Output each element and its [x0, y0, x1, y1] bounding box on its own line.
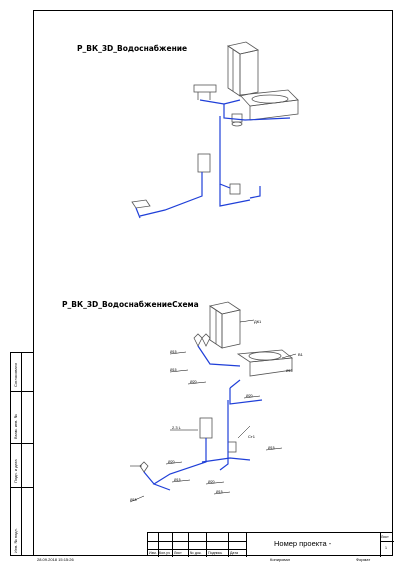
pipe-tag: Ø15 — [174, 478, 181, 482]
top-3d-view — [131, 41, 299, 219]
pipe-tag: Ø20 — [190, 380, 197, 384]
top-view-title: Р_ВК_3D_Водоснабжение — [77, 44, 188, 53]
col-date: Дата — [230, 551, 238, 555]
sink — [193, 84, 217, 100]
pipe-tag: Ø15 — [130, 498, 137, 502]
pipe-tag: Ø20 — [208, 480, 215, 484]
copied-label: Копировал — [270, 557, 291, 562]
col-doc-number: № док. — [190, 551, 202, 555]
schematic-bath — [236, 349, 294, 377]
shower-tag: ДК1 — [254, 319, 262, 324]
schematic-leaders — [129, 319, 297, 503]
inventory-number-label: Инв. № подл. — [13, 528, 18, 553]
drawing-frame — [33, 10, 393, 556]
lower-sink — [131, 199, 151, 209]
bath-tag: В1 — [298, 352, 304, 357]
schematic-pipes — [143, 345, 263, 491]
side-approval-strip: Инв. № подл. Подп. и дата Взам. инв. № С… — [10, 352, 34, 556]
bath — [239, 89, 299, 121]
riser-tag: Ст1 — [248, 434, 256, 439]
project-number: Номер проекта - — [274, 539, 332, 548]
pipe-tag: Ø15 — [170, 350, 177, 354]
title-block: Изм. Кол.уч Лист № док. Подпись Дата Лис… — [147, 532, 394, 557]
pipe-tag: Ø15 — [216, 490, 223, 494]
replacement-inventory-label: Взам. инв. № — [13, 414, 18, 439]
pipe-tag: Ø20 — [168, 460, 175, 464]
toilet — [231, 113, 243, 127]
water-heater — [197, 153, 211, 173]
pipe-tag: Ø15 — [286, 369, 293, 373]
format-label: Формат — [356, 557, 371, 562]
approved-label: Согласовано — [13, 362, 18, 387]
col-change: Изм. — [149, 551, 157, 555]
col-count: Кол.уч — [159, 551, 170, 555]
pipe-tag: Ø20 — [246, 394, 253, 398]
pipe-network — [135, 99, 291, 219]
shower-cabin — [226, 41, 260, 97]
signature-date-label: Подп. и дата — [13, 459, 18, 483]
sheet-number: 1 — [385, 546, 387, 550]
col-sheet: Лист — [174, 551, 182, 555]
pipe-tag: Ø15 — [170, 368, 177, 372]
col-signature: Подпись — [208, 551, 223, 555]
bottom-schematic-view: ДК1 В1 Ст1 2.3 L Ø15 Ø15 Ø20 Ø20 Ø15 Ø20… — [129, 301, 304, 503]
bottom-view-title: Р_ВК_3D_ВодоснабжениеСхема — [62, 300, 199, 309]
print-timestamp: 28.09.2018 15:15:26 — [37, 557, 74, 562]
sheet-label: Лист — [381, 535, 389, 539]
lower-toilet — [229, 183, 241, 195]
pipe-tag: Ø15 — [268, 446, 275, 450]
schematic-water-heater — [199, 417, 213, 439]
schematic-taps — [139, 333, 237, 473]
height-tag: 2.3 L — [172, 425, 182, 430]
schematic-shower-cabin — [208, 301, 242, 349]
